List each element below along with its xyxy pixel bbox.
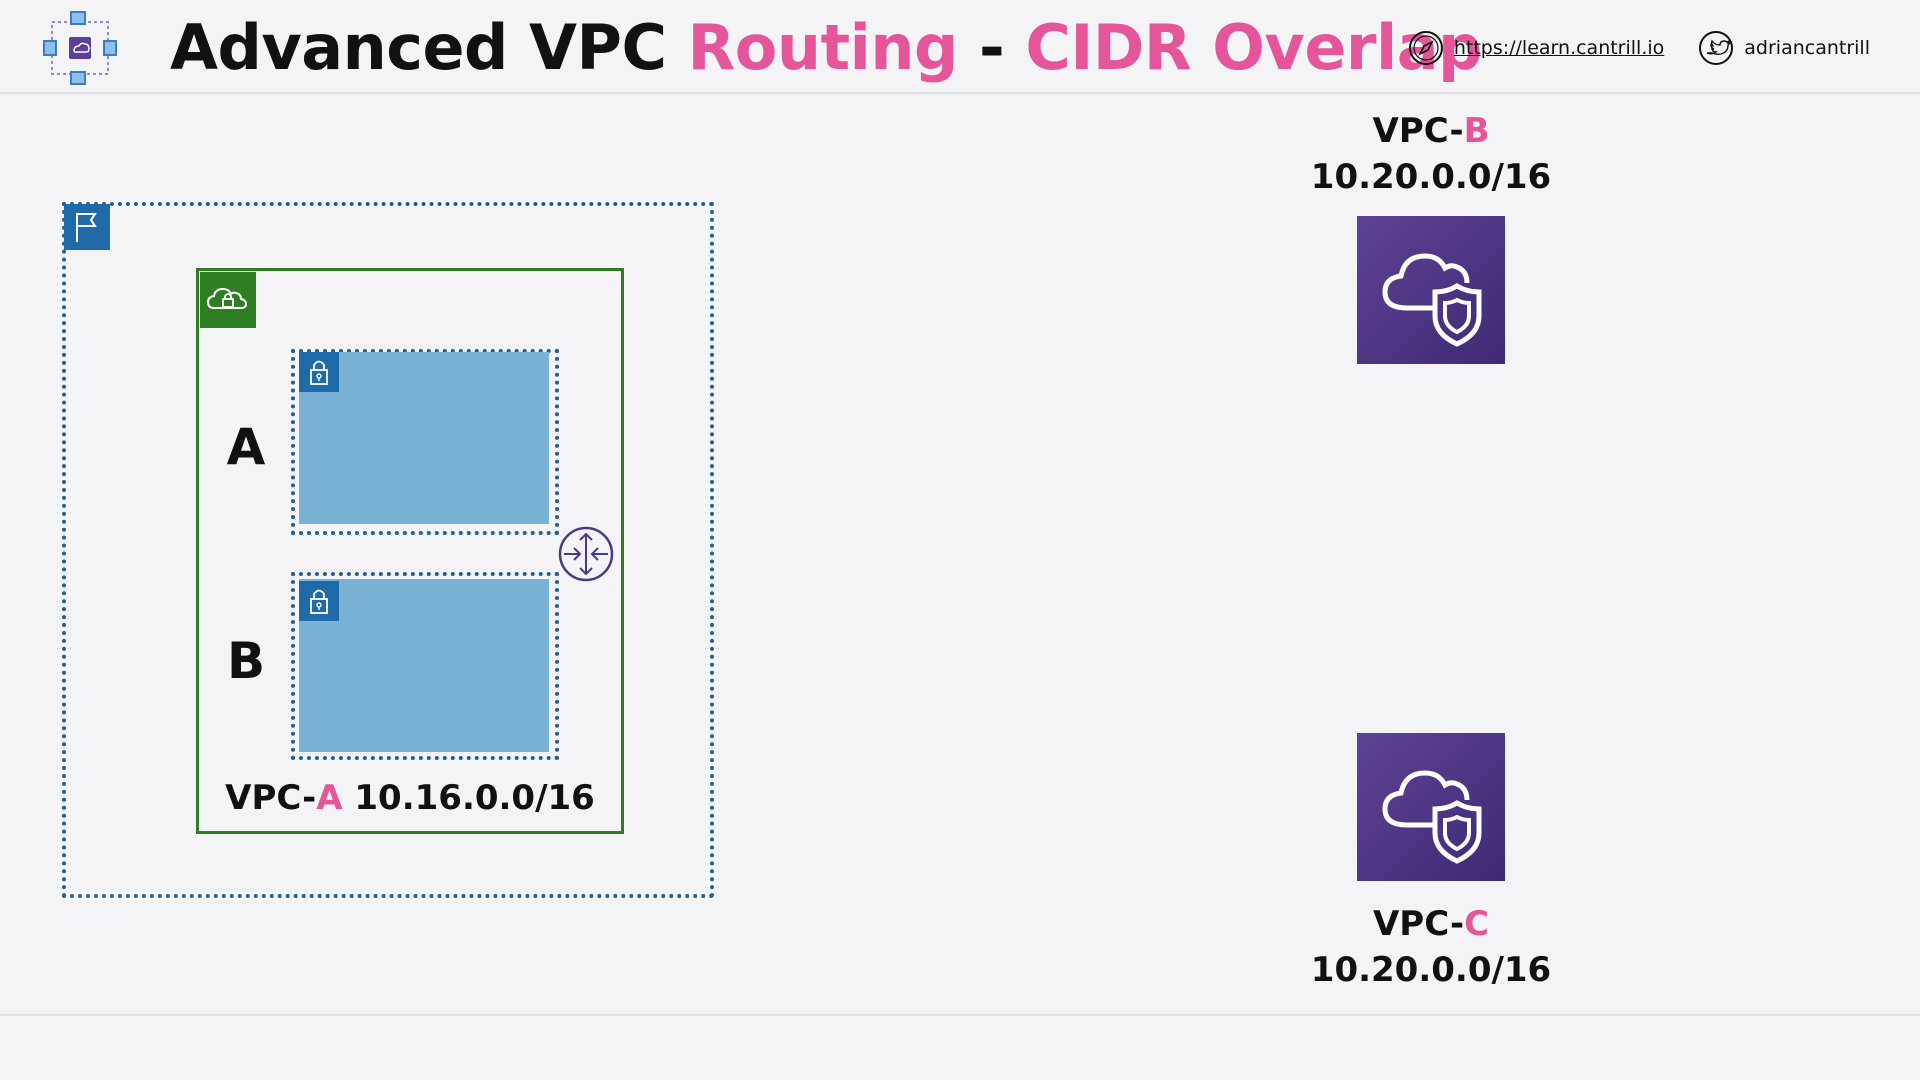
padlock-icon (310, 589, 328, 614)
vpc-c-name-letter: C (1464, 904, 1490, 944)
vpc-c-name-prefix: VPC- (1372, 904, 1465, 944)
footer-divider (0, 1014, 1920, 1016)
vpc-c-name: VPC-C (1281, 901, 1581, 947)
twitter-handle[interactable]: adriancantrill (1744, 37, 1870, 59)
twitter-bird-icon (1699, 31, 1734, 65)
subnet-a-tag (299, 352, 339, 392)
cloud-shield-icon (1382, 770, 1482, 864)
compass-icon (1408, 31, 1443, 65)
vpc-c-cidr: 10.20.0.0/16 (1310, 950, 1552, 990)
vpc-a-boundary (196, 268, 624, 834)
vpc-c-icon-box (1357, 733, 1505, 881)
subnet-b-letter: B (226, 632, 266, 690)
subnet-a-boundary (291, 349, 559, 535)
title-accent-routing: Routing (687, 11, 959, 84)
title-part1: Advanced VPC (170, 11, 688, 84)
vpc-a-label-prefix: VPC- (225, 778, 317, 818)
header-bar: Advanced VPC Routing - CIDR Overlap http… (0, 0, 1920, 94)
vpc-a-label-cidr: 10.16.0.0/16 (342, 778, 595, 818)
padlock-icon (310, 360, 328, 385)
subnet-b-boundary (291, 572, 559, 760)
region-flag-tag (64, 204, 110, 250)
title-accent-cidr-overlap: CIDR Overlap (1025, 11, 1482, 84)
vpc-b-title: VPC-B 10.20.0.0/16 (1281, 108, 1581, 200)
vpc-c-title: VPC-C 10.20.0.0/16 (1281, 901, 1581, 993)
vpc-b-name-letter: B (1463, 111, 1490, 151)
website-link[interactable]: https://learn.cantrill.io (1453, 37, 1665, 59)
subnet-a-fill (299, 352, 549, 524)
title-dash: - (957, 11, 1026, 84)
header-links: https://learn.cantrill.io adriancantrill (1374, 28, 1870, 68)
twitter-link-item[interactable]: adriancantrill (1698, 30, 1870, 66)
website-link-item[interactable]: https://learn.cantrill.io (1408, 30, 1664, 66)
router-icon (558, 526, 614, 582)
cloud-shield-icon (1382, 253, 1482, 347)
vpc-b-icon-box (1357, 216, 1505, 364)
vpc-b-cidr: 10.20.0.0/16 (1310, 157, 1552, 197)
vpc-a-label: VPC-A 10.16.0.0/16 (196, 778, 624, 818)
flag-icon (76, 213, 97, 242)
vpc-a-tag (200, 272, 256, 328)
page-title: Advanced VPC Routing - CIDR Overlap (170, 10, 1482, 86)
cloud-lock-icon (206, 287, 248, 309)
subnet-b-fill (299, 579, 549, 752)
subnet-a-letter: A (226, 418, 266, 476)
vpc-a-label-letter: A (316, 778, 343, 818)
vpc-b-name-prefix: VPC- (1372, 111, 1464, 151)
subnet-b-tag (299, 581, 339, 621)
network-hub-icon (43, 11, 117, 85)
vpc-b-name: VPC-B (1281, 108, 1581, 154)
aws-region-boundary (62, 202, 714, 898)
